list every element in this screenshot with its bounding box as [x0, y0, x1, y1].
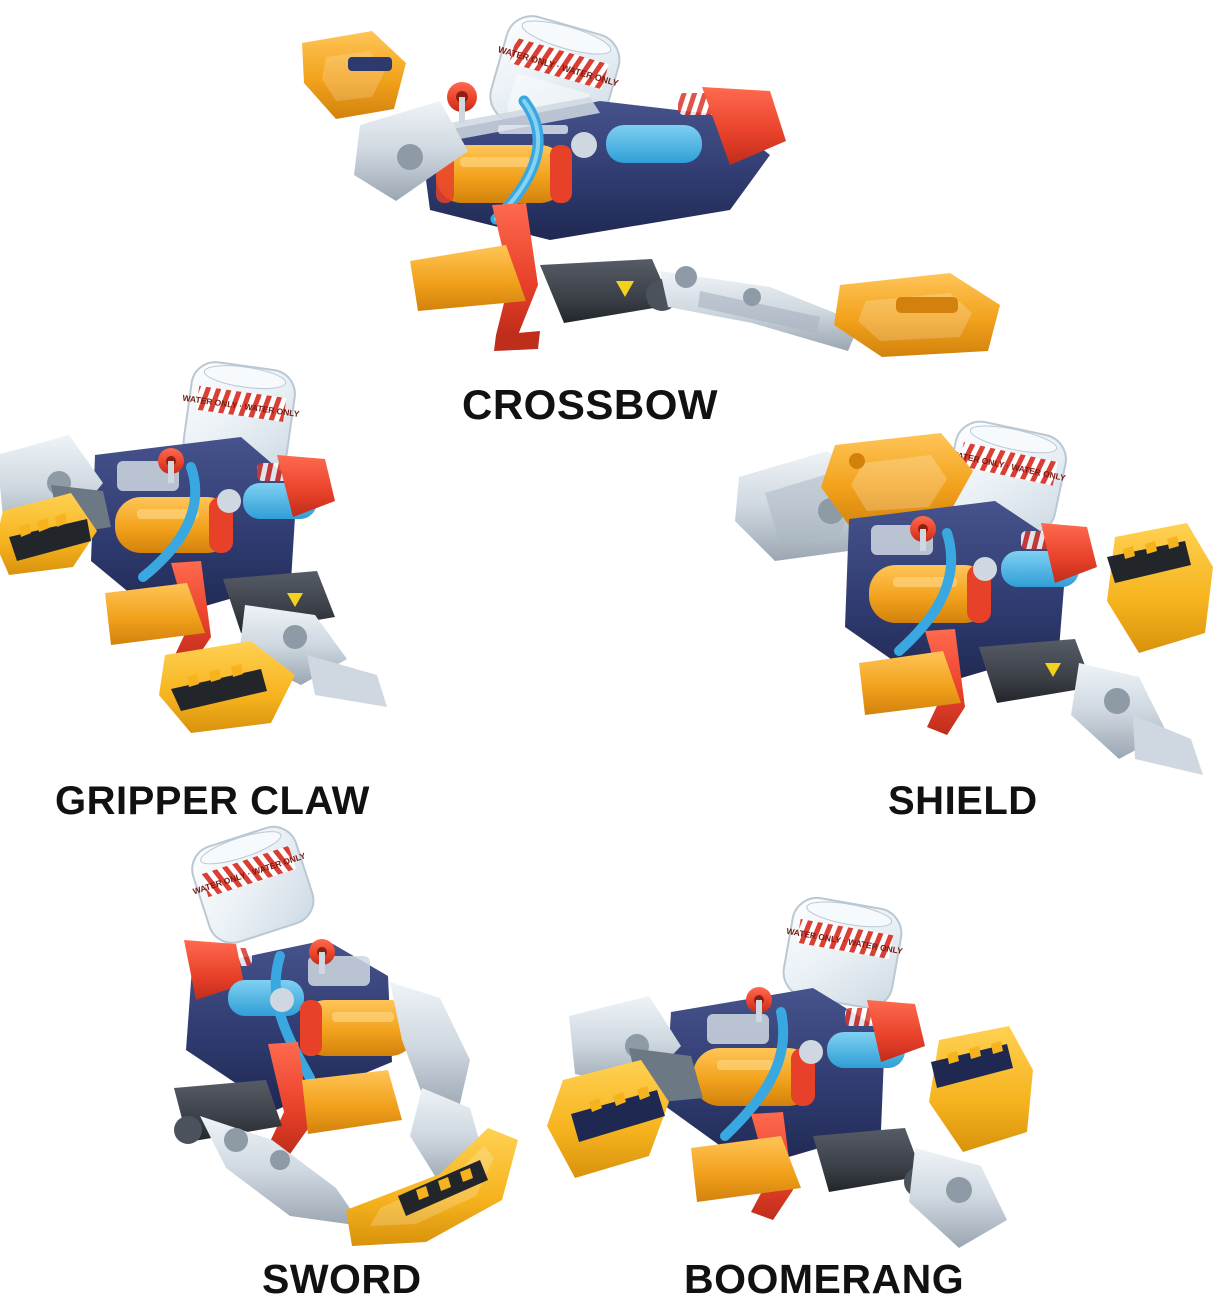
- base-fin: [859, 651, 961, 715]
- gray-arm-links: [1071, 663, 1203, 775]
- gray-arm-left: [569, 996, 703, 1104]
- valve-knob-icon[interactable]: [746, 987, 772, 1022]
- valve-knob-icon[interactable]: [309, 939, 335, 974]
- arm-barrel: [979, 639, 1093, 703]
- valve-knob-icon[interactable]: [447, 82, 477, 123]
- orange-shield-plate[interactable]: [821, 433, 973, 531]
- build-figure-gripper-claw[interactable]: WATER ONLY · WATER ONLY: [0, 355, 415, 765]
- trigger-icon[interactable]: [492, 203, 540, 351]
- caption-sword: SWORD: [262, 1256, 422, 1302]
- base-fin: [691, 1136, 801, 1202]
- amber-wing-right[interactable]: [929, 1026, 1033, 1152]
- piston-icon: [115, 497, 233, 553]
- amber-blade[interactable]: [346, 1128, 518, 1246]
- spring-icon: [678, 87, 786, 165]
- gray-arm-right: [909, 1148, 1007, 1248]
- arm-barrel: [174, 1080, 282, 1144]
- gray-arm-links: [660, 266, 860, 351]
- water-tank-icon: WATER ONLY · WATER ONLY: [782, 896, 904, 1009]
- warning-triangle-decal: [287, 593, 303, 607]
- base-fin: [105, 583, 205, 645]
- valve-knob-icon[interactable]: [158, 448, 184, 483]
- spring-icon: [257, 455, 335, 517]
- spring-icon: [184, 940, 252, 1000]
- spring-icon: [845, 1000, 925, 1062]
- base-fin: [410, 245, 526, 311]
- warning-triangle-decal: [1045, 663, 1061, 677]
- piston-icon: [300, 1000, 416, 1056]
- build-figure-boomerang[interactable]: WATER ONLY · WATER ONLY: [545, 890, 1035, 1260]
- claw-icon[interactable]: [302, 31, 406, 119]
- water-tank-icon: WATER ONLY · WATER ONLY: [191, 825, 315, 944]
- caption-crossbow: CROSSBOW: [462, 381, 718, 428]
- arm-barrel: [540, 259, 678, 323]
- end-effector-orange-jaw[interactable]: [834, 273, 1000, 357]
- amber-serrated-jaw[interactable]: [1107, 523, 1213, 653]
- base-fin: [302, 1070, 402, 1134]
- hose-icon: [228, 951, 315, 1083]
- water-tank-icon: WATER ONLY · WATER ONLY: [489, 15, 621, 141]
- spring-icon: [1021, 523, 1097, 583]
- amber-serrated-jaw-upper[interactable]: [0, 493, 97, 575]
- amber-serrated-jaw-lower[interactable]: [159, 641, 295, 733]
- gray-arm-upper: [354, 101, 468, 201]
- valve-knob-icon[interactable]: [910, 516, 936, 551]
- caption-gripper-claw: GRIPPER CLAW: [55, 779, 370, 823]
- piston-icon: [869, 565, 991, 623]
- build-figure-sword[interactable]: WATER ONLY · WATER ONLY: [140, 825, 530, 1248]
- build-figure-crossbow[interactable]: WATER ONLY · WATER ONLY: [300, 5, 1020, 385]
- caption-boomerang: BOOMERANG: [684, 1256, 965, 1302]
- build-figure-shield[interactable]: WATER ONLY · WATER ONLY: [735, 415, 1214, 785]
- warning-triangle-decal: [616, 281, 634, 297]
- caption-shield: SHIELD: [888, 779, 1038, 823]
- hose-icon: [490, 95, 702, 225]
- amber-wing-left[interactable]: [547, 1060, 669, 1178]
